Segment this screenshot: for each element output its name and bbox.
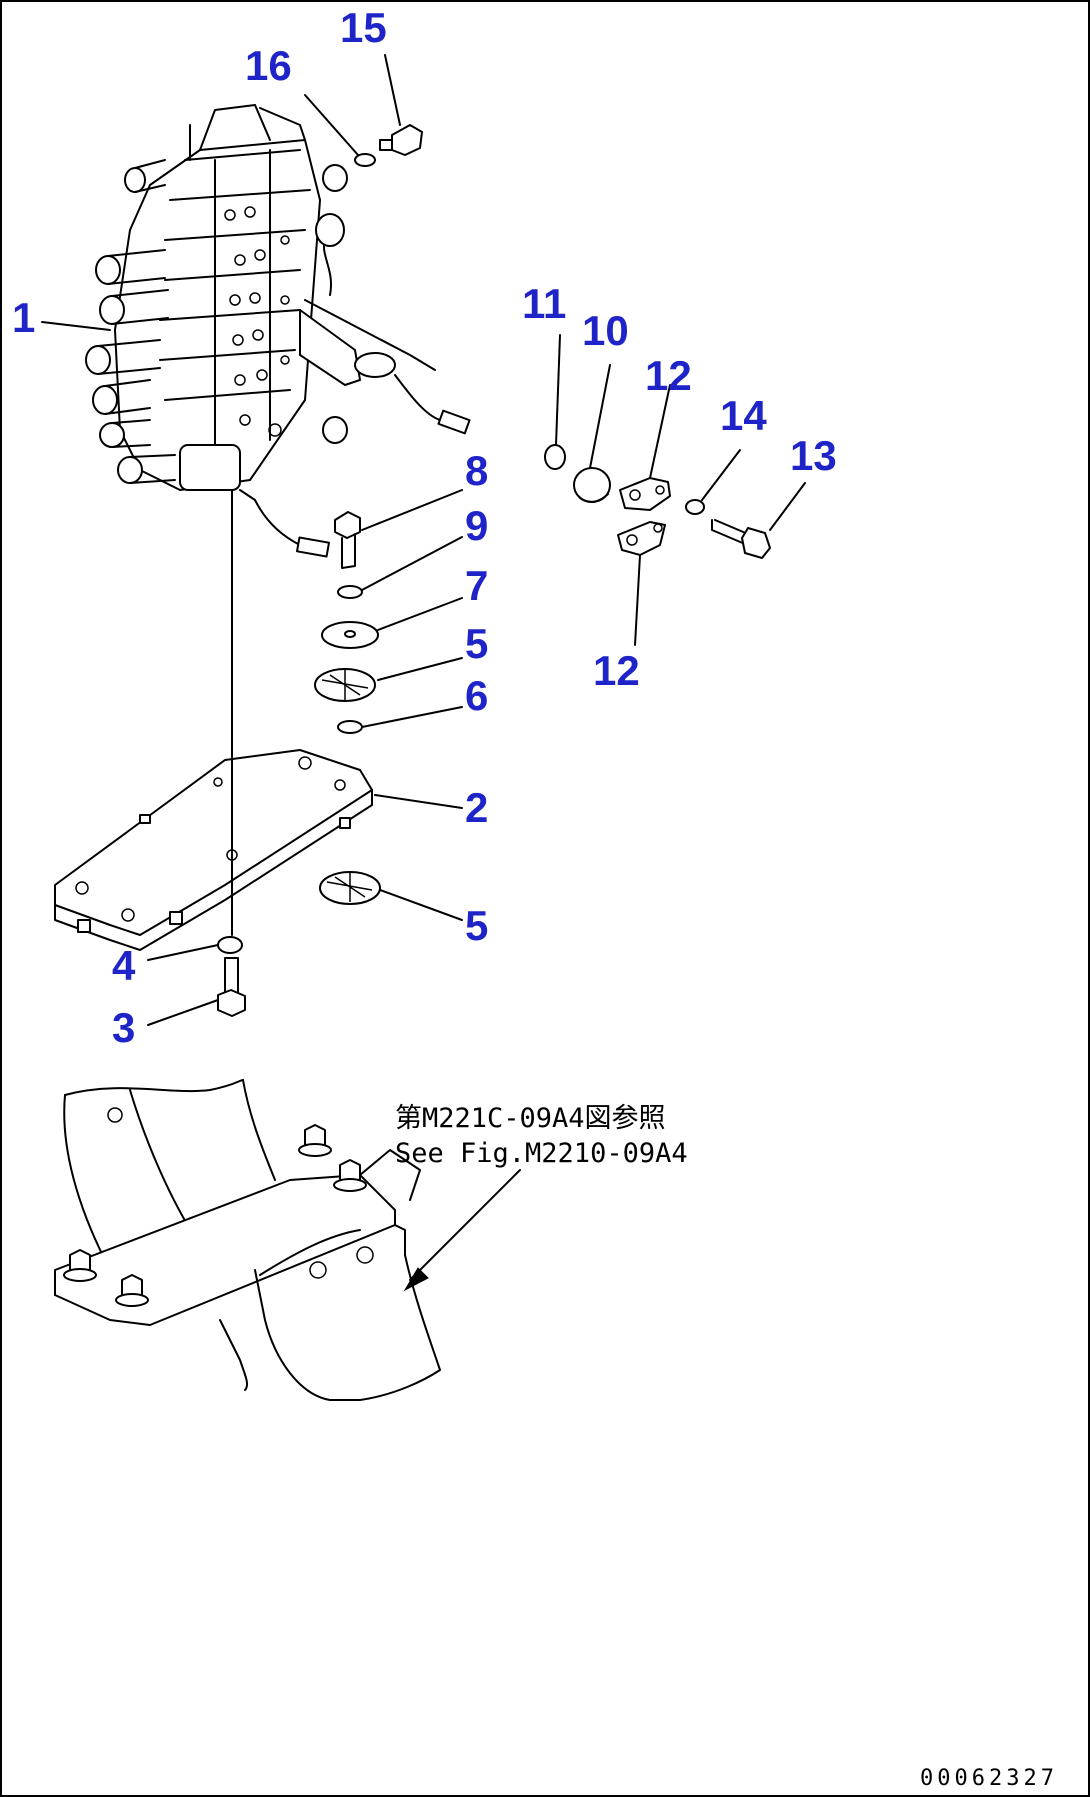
control-valve-assembly (85, 104, 471, 558)
cushion-5-lower (319, 871, 381, 905)
cushion-5-upper (314, 668, 376, 702)
callout-labels: 1 2 3 4 5 5 6 7 8 9 10 11 12 12 13 14 15… (12, 4, 837, 1051)
callout-4: 4 (112, 942, 136, 989)
callout-2: 2 (465, 784, 488, 831)
callout-12-lower: 12 (593, 647, 640, 694)
figure-number: 00062327 (920, 1766, 1058, 1791)
callout-15: 15 (340, 4, 387, 51)
clamp-12-lower (617, 521, 666, 556)
bolt-13 (711, 519, 771, 559)
callout-1: 1 (12, 294, 35, 341)
clamp-12-upper (619, 477, 671, 511)
callout-10: 10 (582, 307, 629, 354)
callout-14: 14 (720, 392, 767, 439)
reference-note-en: See Fig.M2210-09A4 (395, 1138, 688, 1169)
o-ring-16 (354, 153, 376, 167)
plug-11 (544, 444, 566, 470)
washer-6 (337, 720, 363, 734)
washer-14 (685, 499, 705, 515)
callout-12-upper: 12 (645, 352, 692, 399)
bolt-8 (334, 511, 361, 569)
bolt-3 (217, 957, 246, 1017)
bracket-plate (54, 749, 373, 951)
washer-9 (337, 585, 363, 599)
leader-lines (41, 54, 806, 1292)
callout-16: 16 (245, 42, 292, 89)
washer-7 (321, 621, 379, 649)
frame-structure (54, 1079, 441, 1401)
reference-note-ja: 第M221C-09A4図参照 (395, 1103, 666, 1134)
elbow-fitting-15 (379, 124, 423, 156)
callout-13: 13 (790, 432, 837, 479)
callout-6: 6 (465, 672, 488, 719)
callout-8: 8 (465, 447, 488, 494)
callout-5-lower: 5 (465, 902, 488, 949)
callout-9: 9 (465, 502, 488, 549)
washer-4 (217, 936, 243, 954)
grommet-10 (573, 467, 611, 503)
callout-5-upper: 5 (465, 620, 488, 667)
callout-3: 3 (112, 1004, 135, 1051)
callout-11: 11 (522, 280, 566, 327)
callout-7: 7 (465, 562, 488, 609)
